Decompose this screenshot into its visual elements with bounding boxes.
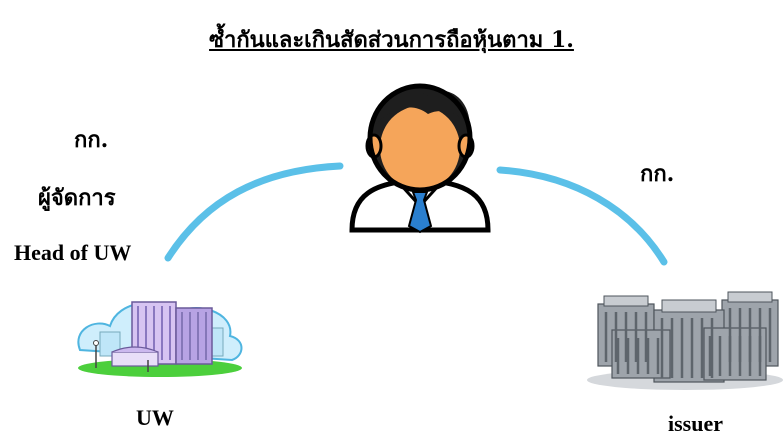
bank-buildings-icon [587, 291, 783, 390]
office-building-icon [77, 301, 243, 377]
person-icon [349, 83, 491, 234]
diagram-title: ซ้ำกันและเกินสัดส่วนการถือหุ้นตาม 1. [209, 27, 574, 53]
left-connector-arc [164, 162, 344, 262]
right-connector-arc [496, 166, 668, 266]
left-label-head-of-uw: Head of UW [14, 240, 132, 265]
left-label-manager: ผู้จัดการ [38, 185, 116, 211]
uw-entity-label: UW [136, 405, 174, 430]
issuer-entity-label: issuer [668, 411, 723, 436]
left-label-director: กก. [74, 127, 109, 153]
right-label-director: กก. [640, 161, 675, 187]
